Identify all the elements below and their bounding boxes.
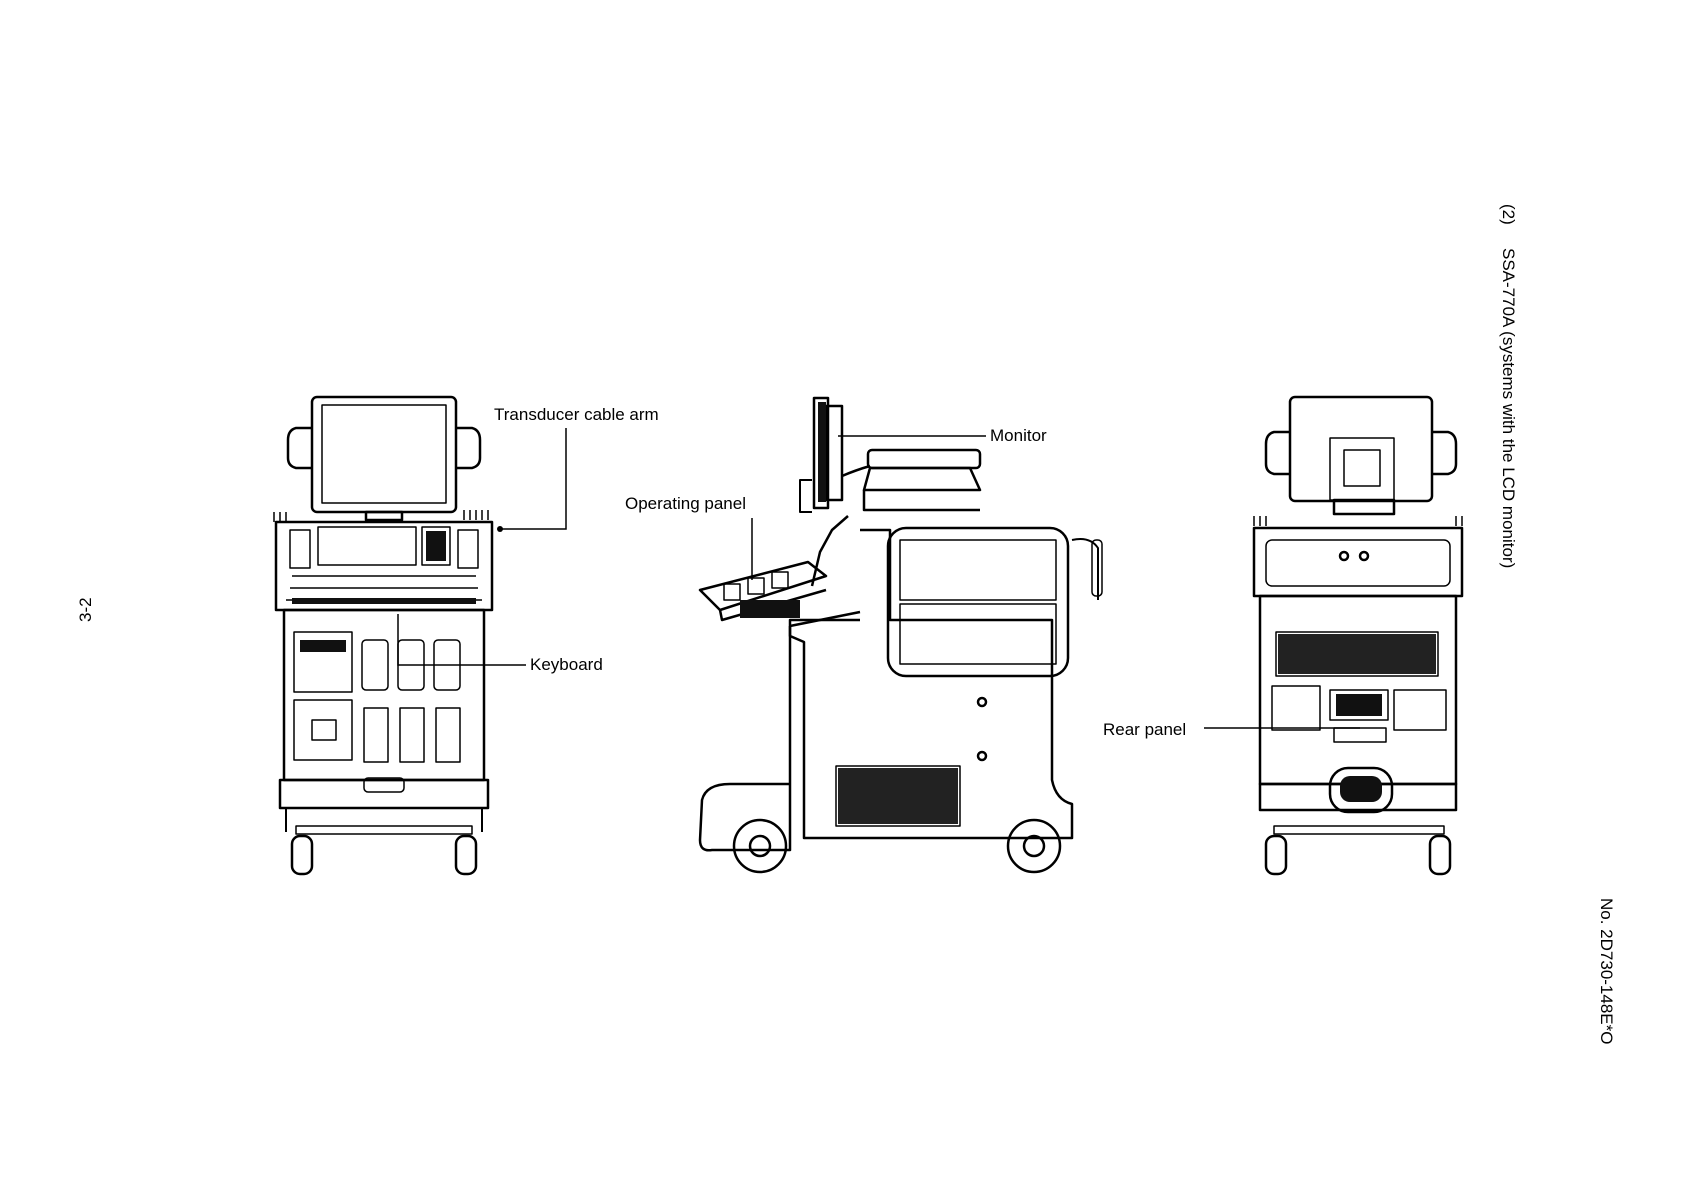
front-view-fills (292, 531, 476, 652)
leader-lines (398, 428, 1360, 728)
leader-dot-transducer-cable-arm (497, 526, 503, 532)
front-view (274, 397, 492, 874)
rear-view-fills (1278, 634, 1436, 802)
leader-transducer-cable-arm (500, 428, 566, 529)
